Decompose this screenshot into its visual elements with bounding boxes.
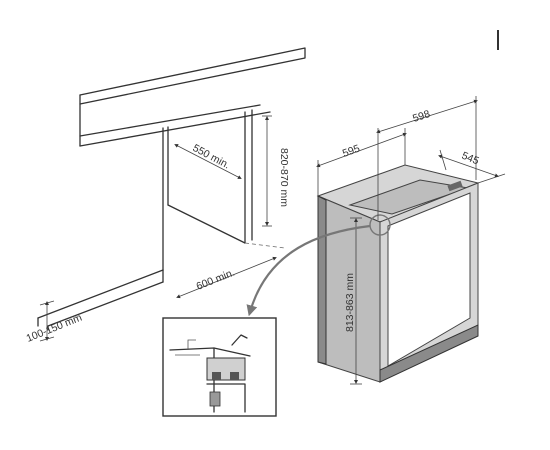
appliance — [316, 164, 480, 383]
door-width-dimension: 598 — [376, 96, 478, 220]
plinth-label: 100-150 mm — [25, 311, 84, 344]
body-width-dimension: 595 — [316, 128, 407, 196]
door-width-label: 598 — [411, 108, 432, 125]
depth-label: 545 — [460, 150, 481, 168]
clearance-label: 600 min. — [195, 267, 237, 293]
recess-height-label: 820-870 mm — [278, 148, 290, 207]
appliance-height-dimension: 813-863 mm — [344, 217, 362, 385]
body-width-label: 595 — [341, 142, 362, 159]
cabinet-recess — [37, 109, 253, 331]
curved-arrow-icon — [246, 224, 371, 317]
recess-height-dimension: 820-870 mm — [262, 115, 290, 227]
clearance-dimension: 600 min. — [176, 242, 286, 299]
hinge-detail-inset — [162, 317, 277, 417]
worktop — [79, 47, 306, 147]
recess-depth-label: 550 min. — [191, 142, 232, 172]
recess-depth-dimension: 550 min. — [174, 142, 242, 179]
appliance-height-label: 813-863 mm — [344, 273, 356, 332]
plinth-dimension: 100-150 mm — [25, 300, 84, 345]
